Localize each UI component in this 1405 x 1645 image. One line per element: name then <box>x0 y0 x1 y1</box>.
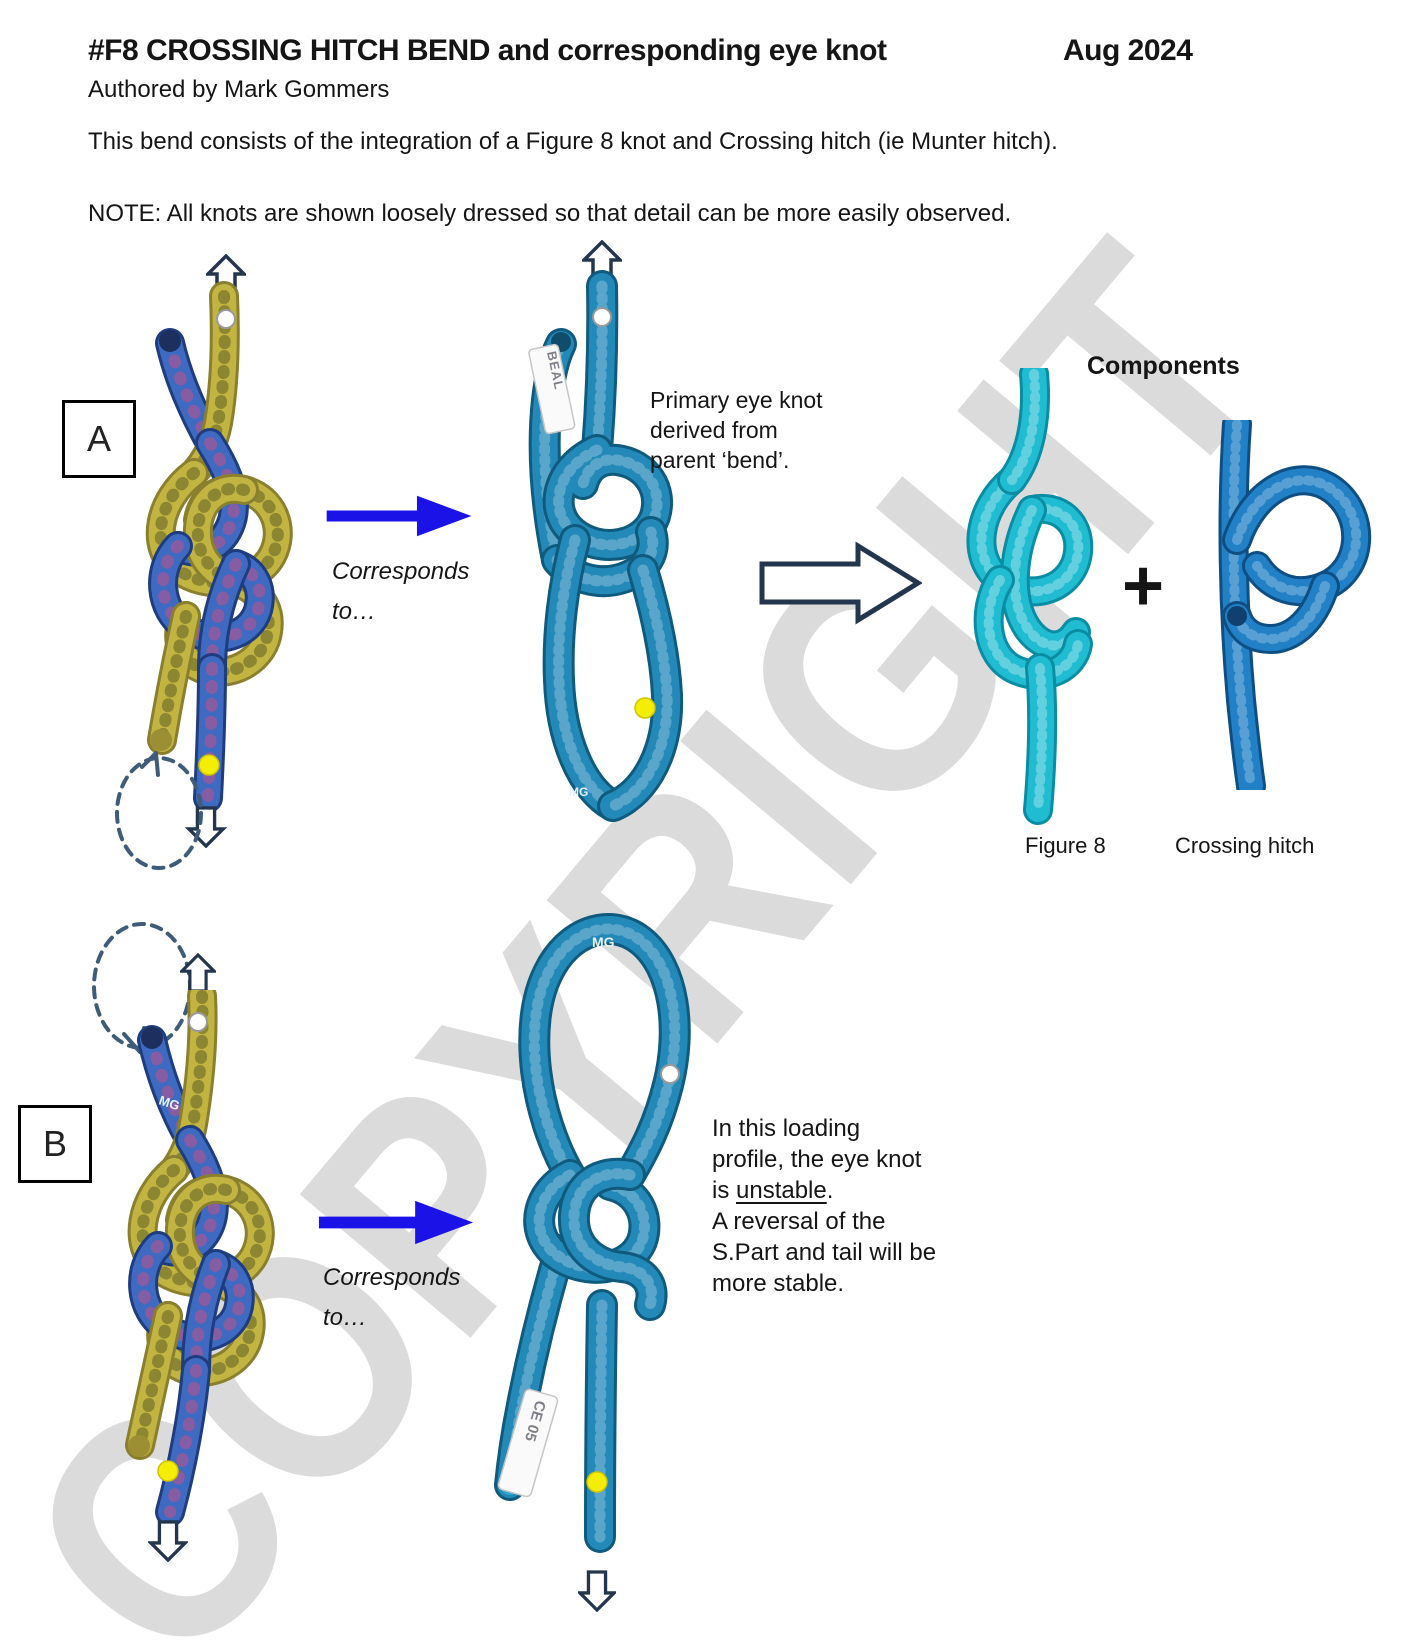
eye-knot-a-photo: BEAL MG <box>528 240 710 825</box>
knot-a-photo <box>112 268 347 828</box>
corresponds-caption-b-line1: Corresponds <box>323 1264 461 1291</box>
eye-knot-a-ropes: BEAL <box>528 286 667 806</box>
crossing-hitch-photo <box>1185 420 1385 790</box>
page-author: Authored by Mark Gommers <box>88 76 390 103</box>
rope-marker-yellow <box>157 1460 179 1482</box>
down-arrow-icon <box>148 1520 188 1562</box>
figure8-caption: Figure 8 <box>1025 833 1106 858</box>
corresponds-caption-a-line1: Corresponds <box>332 558 470 585</box>
rotation-dashed-arrow-icon <box>115 751 203 870</box>
corresponds-caption-b: Corresponds to… <box>323 1258 460 1338</box>
section-a-label: A <box>86 418 111 459</box>
down-arrow-icon <box>578 1570 616 1612</box>
loading-note-line3: is unstable. <box>712 1175 936 1206</box>
corresponds-caption-a: Corresponds to… <box>332 552 469 632</box>
rope-marker-white <box>660 1064 680 1084</box>
mg-rope-mark: MG <box>157 1093 182 1114</box>
ce-rope-label: CE 05 <box>497 1388 559 1498</box>
corresponds-caption-a-line2: to… <box>332 598 377 625</box>
mg-rope-mark: MG <box>569 785 588 799</box>
knot-a-ropes <box>150 296 278 798</box>
beal-rope-label: BEAL <box>528 343 576 435</box>
rope-marker-yellow <box>586 1471 608 1493</box>
rope-marker-yellow <box>198 754 220 776</box>
section-a-label-box: A <box>62 400 136 478</box>
loading-note-line3-post: . <box>826 1177 834 1204</box>
flow-arrow-icon <box>318 1200 474 1245</box>
loading-note-line3-pre: is <box>712 1177 736 1204</box>
loading-note-unstable: unstable <box>736 1177 827 1204</box>
crossing-hitch-ropes <box>1227 424 1356 786</box>
flow-arrow-icon <box>326 495 472 537</box>
annotation-primary-eye-knot: Primary eye knot derived from parent ‘be… <box>650 387 823 473</box>
knot-b-photo: MG <box>98 990 338 1565</box>
figure8-photo <box>952 368 1102 828</box>
section-b-label: B <box>42 1123 67 1164</box>
mg-rope-mark: MG <box>592 934 615 950</box>
note-paragraph: NOTE: All knots are shown loosely dresse… <box>88 200 1012 227</box>
rope-marker-white <box>188 1012 208 1032</box>
rope-marker-yellow <box>634 697 656 719</box>
loading-note-line4: A reversal of the <box>712 1208 886 1235</box>
eye-knot-b-photo: CE 05 MG <box>480 885 720 1555</box>
derive-arrow-icon <box>759 541 922 625</box>
page-title: #F8 CROSSING HITCH BEND and correspondin… <box>88 34 887 67</box>
components-heading: Components <box>1087 352 1240 380</box>
loading-note: In this loading profile, the eye knot is… <box>712 1113 936 1299</box>
rope-marker-white <box>216 309 236 329</box>
corresponds-caption-b-line2: to… <box>323 1304 368 1331</box>
figure8-ropes <box>981 374 1078 810</box>
eye-knot-b-ropes: CE 05 <box>497 929 674 1537</box>
knot-b-ropes <box>128 996 260 1512</box>
loading-note-line1: In this loading <box>712 1115 861 1142</box>
loading-note-line2: profile, the eye knot <box>712 1146 922 1173</box>
loading-note-line6: more stable. <box>712 1270 845 1297</box>
plus-sign: + <box>1122 546 1165 626</box>
crossing-hitch-caption: Crossing hitch <box>1175 833 1315 858</box>
rope-marker-white <box>592 307 612 327</box>
loading-note-line5: S.Part and tail will be <box>712 1239 937 1266</box>
section-b-label-box: B <box>18 1105 92 1183</box>
up-arrow-icon <box>180 953 216 993</box>
page-date: Aug 2024 <box>1063 34 1193 67</box>
intro-paragraph: This bend consists of the integration of… <box>88 128 1058 155</box>
